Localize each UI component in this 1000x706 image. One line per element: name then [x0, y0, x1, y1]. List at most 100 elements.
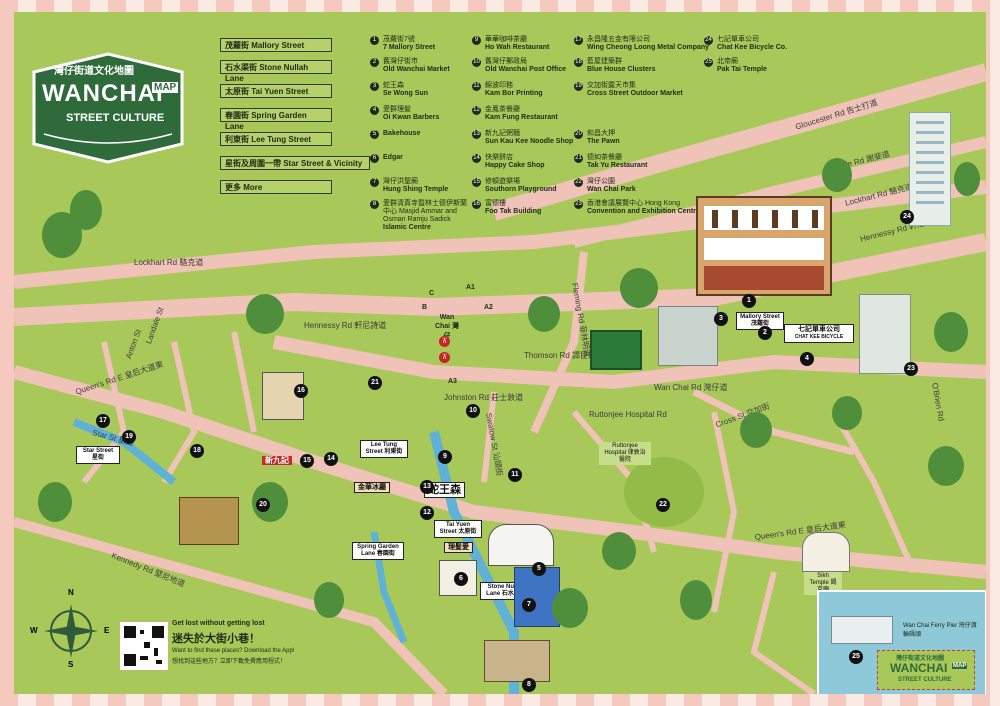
ruttonjee-hospital-label: Ruttonjee Hospital 律敦治醫院	[599, 442, 651, 465]
map-pin-13[interactable]: 13	[420, 480, 434, 494]
sign-kam-fung: 金華冰廳	[354, 482, 390, 493]
tree	[246, 294, 284, 334]
map-pin-11[interactable]: 11	[508, 468, 522, 482]
sign-chat-kee-en: CHAT KEE BICYCLE	[794, 334, 844, 340]
map-pin-23[interactable]: 23	[904, 362, 918, 376]
label-wanchai-rd: Wan Chai Rd 灣仔道	[654, 383, 728, 392]
ferry-pier-inset[interactable]: Wan Chai Ferry Pier 灣仔渡輪碼頭 25 灣仔街道文化地圖 W…	[817, 590, 986, 694]
map-pin-8[interactable]: 8	[522, 678, 536, 692]
map-pin-14[interactable]: 14	[324, 452, 338, 466]
category-lee-tung-street[interactable]: 利東街 Lee Tung Street	[220, 132, 332, 146]
tree	[740, 412, 772, 448]
map-pin-7[interactable]: 7	[522, 598, 536, 612]
minor-street-7	[750, 571, 816, 694]
qr-code-icon	[124, 626, 164, 666]
tram	[590, 330, 642, 370]
map-pin-25[interactable]: 25	[849, 650, 863, 664]
map-pin-3[interactable]: 3	[714, 312, 728, 326]
map-pin-10[interactable]: 10	[466, 404, 480, 418]
logo-chinese-title: 灣仔街道文化地圖	[54, 66, 134, 77]
map-pin-9[interactable]: 9	[438, 450, 452, 464]
exit-c: C	[429, 290, 435, 297]
tree	[38, 482, 72, 522]
map-pin-12[interactable]: 12	[420, 506, 434, 520]
minor-street-2	[161, 341, 198, 484]
compass-n: N	[68, 588, 74, 597]
minor-street-4	[481, 391, 497, 483]
map-pin-22[interactable]: 22	[656, 498, 670, 512]
sign-sun-kau-kee: 新九記	[262, 456, 292, 465]
logo-subtitle: STREET CULTURE	[66, 112, 165, 124]
sign-barber: 理髮愛	[444, 542, 473, 553]
map-pin-19[interactable]: 19	[122, 430, 136, 444]
map-pin-2[interactable]: 2	[758, 326, 772, 340]
map-pin-24[interactable]: 24	[900, 210, 914, 224]
mtr-icon: ⊼	[439, 336, 450, 347]
mtr-icon: ⊼	[439, 352, 450, 363]
map-pin-4[interactable]: 4	[800, 352, 814, 366]
label-lockhart-rd-left: Lockhart Rd 駱克道	[134, 258, 204, 267]
tree	[620, 268, 658, 308]
map-pin-20[interactable]: 20	[256, 498, 270, 512]
wanchai-logo: 灣仔街道文化地圖 WANCHAI MAP STREET CULTURE	[24, 48, 192, 168]
mallory-street-building	[696, 196, 832, 296]
compass-s: S	[68, 660, 74, 669]
map-pin-6[interactable]: 6	[454, 572, 468, 586]
tree	[70, 190, 102, 230]
map-pin-17[interactable]: 17	[96, 414, 110, 428]
map-pin-1[interactable]: 1	[742, 294, 756, 308]
compass-w: W	[30, 626, 38, 635]
map-pin-21[interactable]: 21	[368, 376, 382, 390]
map-pin-18[interactable]: 18	[190, 444, 204, 458]
category-mallory-street[interactable]: 茂蘿街 Mallory Street	[220, 38, 332, 52]
map-pin-5[interactable]: 5	[532, 562, 546, 576]
label-thomson-rd: Thomson Rd 譚臣道	[524, 351, 597, 360]
kennedy-road	[14, 517, 448, 694]
map-pin-15[interactable]: 15	[300, 454, 314, 468]
sign-se-wong-sun: 蛇王森	[424, 482, 465, 498]
category-stone-nullah-lane[interactable]: 石水渠街 Stone Nullah Lane	[220, 60, 332, 83]
tower-block-mid	[658, 306, 718, 366]
category-spring-garden-lane[interactable]: 春園街 Spring Garden Lane	[220, 108, 332, 131]
map-canvas[interactable]: 灣仔街道文化地圖 WANCHAI MAP STREET CULTURE 茂蘿街 …	[14, 12, 986, 694]
category-star-street-vicinity[interactable]: 星街及周圍一帶 Star Street & Vicinity	[220, 156, 370, 170]
qr-code[interactable]	[120, 622, 168, 670]
tower-windows	[916, 121, 944, 204]
promo-line-2: 想找到這些地方？立即下載免費應用程式！	[172, 659, 287, 665]
category-more[interactable]: 更多 More	[220, 180, 332, 194]
inset-pier	[831, 616, 893, 644]
map-pin-16[interactable]: 16	[294, 384, 308, 398]
tree	[822, 158, 852, 192]
minor-street-3	[231, 331, 257, 433]
category-tai-yuen-street[interactable]: 太原街 Tai Yuen Street	[220, 84, 332, 98]
exit-a1: A1	[466, 284, 475, 291]
logo-map-tag: MAP	[152, 82, 179, 93]
tree	[934, 312, 968, 352]
